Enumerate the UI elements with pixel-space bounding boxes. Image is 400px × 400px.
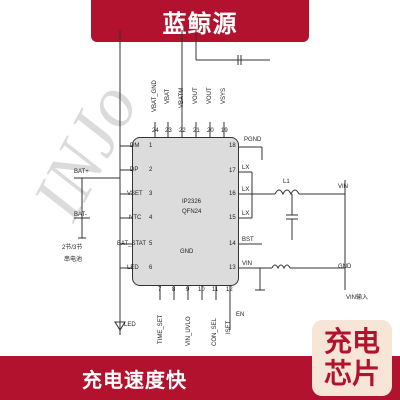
pin-label: VBAT_GND xyxy=(152,80,158,112)
pin-label: VSYS xyxy=(221,87,227,104)
ic-chip xyxy=(132,137,239,286)
pin-number: 1 xyxy=(149,143,153,149)
pin-label: LED xyxy=(127,265,139,271)
pin-number: 18 xyxy=(229,143,236,149)
pin-label: DM xyxy=(130,143,140,149)
chip-gnd-label: GND xyxy=(180,249,194,255)
pin-label: NTC xyxy=(129,215,142,221)
bat-plus-label: BAT+ xyxy=(74,169,89,175)
pin-number: 16 xyxy=(229,191,236,197)
pin-label: VOUT xyxy=(207,87,213,104)
pin-label: CON_SEL xyxy=(212,317,218,346)
pin-number: 7 xyxy=(158,287,162,293)
badge-line-2: 芯片 xyxy=(323,358,380,389)
pin-number: 14 xyxy=(229,241,236,247)
chip-part-number: IP2326 xyxy=(182,199,202,205)
badge-line-1: 充电 xyxy=(323,326,380,357)
footer-text: 充电速度快 xyxy=(82,369,187,392)
pin-label: PGND xyxy=(244,137,262,143)
vin-input-label: VIN输入 xyxy=(346,295,369,301)
pin-label: DP xyxy=(130,167,139,173)
pin-label: ISET xyxy=(226,320,232,334)
pin-number: 10 xyxy=(198,287,205,293)
brand-title: 蓝鲸源 xyxy=(162,10,238,38)
header-banner: 蓝鲸源 xyxy=(91,0,309,42)
pin-label: VBAT xyxy=(165,88,171,104)
vin-label: VIN xyxy=(338,184,349,190)
pin-label: VIN_UVLO xyxy=(186,316,192,346)
pin-label: TIME_SET xyxy=(158,314,164,344)
gnd-label: GND xyxy=(338,264,352,270)
chip-package: QFN24 xyxy=(182,209,202,215)
pin-number: 13 xyxy=(229,265,236,271)
pin-label: LX xyxy=(242,211,250,217)
pin-label: VIN xyxy=(242,261,253,267)
pin-number: 3 xyxy=(149,191,153,197)
battery-desc-1: 2节/3节 xyxy=(62,245,83,251)
pin-label: VOUT xyxy=(193,87,199,104)
battery-desc-2: 串电池 xyxy=(64,257,83,263)
pin-label: LX xyxy=(242,165,250,171)
badge: 充电 芯片 xyxy=(312,320,392,396)
pin-number: 9 xyxy=(186,287,190,293)
pin-number: 12 xyxy=(226,287,233,293)
pin-number: 23 xyxy=(165,128,172,134)
inductor-label: L1 xyxy=(283,179,290,185)
pin-number: 8 xyxy=(172,287,176,293)
pin-number: 5 xyxy=(149,241,153,247)
bat-minus-label: BAT- xyxy=(74,212,87,218)
pin-number: 6 xyxy=(149,265,153,271)
pin-number: 2 xyxy=(149,167,153,173)
pin-number: 15 xyxy=(229,215,236,221)
pin-number: 22 xyxy=(179,128,186,134)
pin-number: 21 xyxy=(193,128,200,134)
pin-label: VBATM xyxy=(179,87,185,108)
pin-number: 11 xyxy=(212,287,219,293)
pin-label: BST xyxy=(242,237,254,243)
en-label: EN xyxy=(236,312,245,318)
pin-label: VSET xyxy=(127,191,143,197)
pin-number: 17 xyxy=(229,168,236,174)
pin-label: LX xyxy=(242,187,250,193)
led-label: LED xyxy=(124,322,136,328)
pin-number: 24 xyxy=(152,128,159,134)
pin-number: 4 xyxy=(149,215,153,221)
pin-number: 20 xyxy=(207,128,214,134)
pin-label: BAT_STAT xyxy=(117,241,147,247)
pin-number: 19 xyxy=(221,128,228,134)
